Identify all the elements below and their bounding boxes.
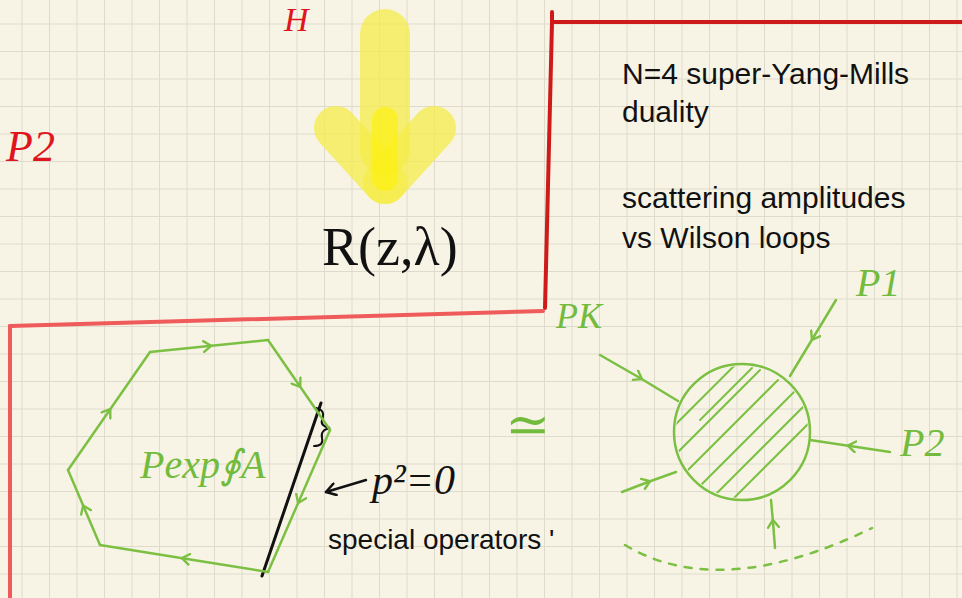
amplitude-blob-part-part xyxy=(708,402,808,502)
amplitude-blob-part-part xyxy=(726,416,816,506)
amplitude-blob-part xyxy=(625,528,872,570)
divider-lines xyxy=(10,12,962,598)
loop-edge xyxy=(268,340,330,430)
amplitude-blob-part-part xyxy=(700,368,752,420)
amplitude-blob-part-part xyxy=(678,380,778,480)
note-text: special operators ' xyxy=(328,524,554,556)
wilson-loop-hexagon: Pexp∮A xyxy=(60,330,340,580)
highlight-arrow xyxy=(336,34,434,182)
divider-lines-part xyxy=(545,22,552,308)
note-text: N=4 super-Yang-Mills duality xyxy=(622,55,957,131)
note-text: scattering amplitudes vs Wilson loops xyxy=(622,178,922,258)
hamiltonian-symbol: H xyxy=(284,0,309,39)
r-matrix-label: R(z,λ) xyxy=(322,216,458,278)
hexagon-outline-part xyxy=(68,340,330,572)
momentum-label: P1 xyxy=(856,260,900,306)
amplitude-blob-part-part xyxy=(692,392,794,494)
divider-lines-part xyxy=(8,326,12,598)
lightlike-segment-part xyxy=(326,480,366,492)
loop-edge xyxy=(68,470,100,545)
amplitude-blob-part xyxy=(622,472,676,492)
divider-lines-part xyxy=(10,311,543,326)
amplitude-blob-part xyxy=(810,440,890,452)
loop-edge xyxy=(268,430,330,572)
duality-symbol: ≃ xyxy=(505,394,550,456)
amplitude-blob-part-part xyxy=(660,360,740,440)
divider-lines-part xyxy=(552,12,962,22)
amplitude-blob xyxy=(600,300,890,570)
loop-label: Pexp∮A xyxy=(140,442,265,488)
amplitude-blob-part-part xyxy=(668,370,760,462)
momentum-label: P2 xyxy=(6,122,55,173)
amplitude-blob-part xyxy=(790,300,836,376)
amplitude-blob-part xyxy=(771,500,775,548)
highlight-arrow-part xyxy=(372,120,398,178)
amplitude-blob-part xyxy=(600,355,678,401)
loop-edge xyxy=(68,352,150,470)
loop-edge xyxy=(100,545,268,572)
loop-edge xyxy=(150,340,268,352)
momentum-label: PK xyxy=(556,296,602,337)
lightlike-label: p²=0 xyxy=(372,456,455,504)
amplitude-blob-part xyxy=(660,360,816,506)
momentum-label: P2 xyxy=(900,420,944,466)
amplitude-blob-part xyxy=(674,364,810,500)
lightlike-segment-part xyxy=(262,403,321,576)
